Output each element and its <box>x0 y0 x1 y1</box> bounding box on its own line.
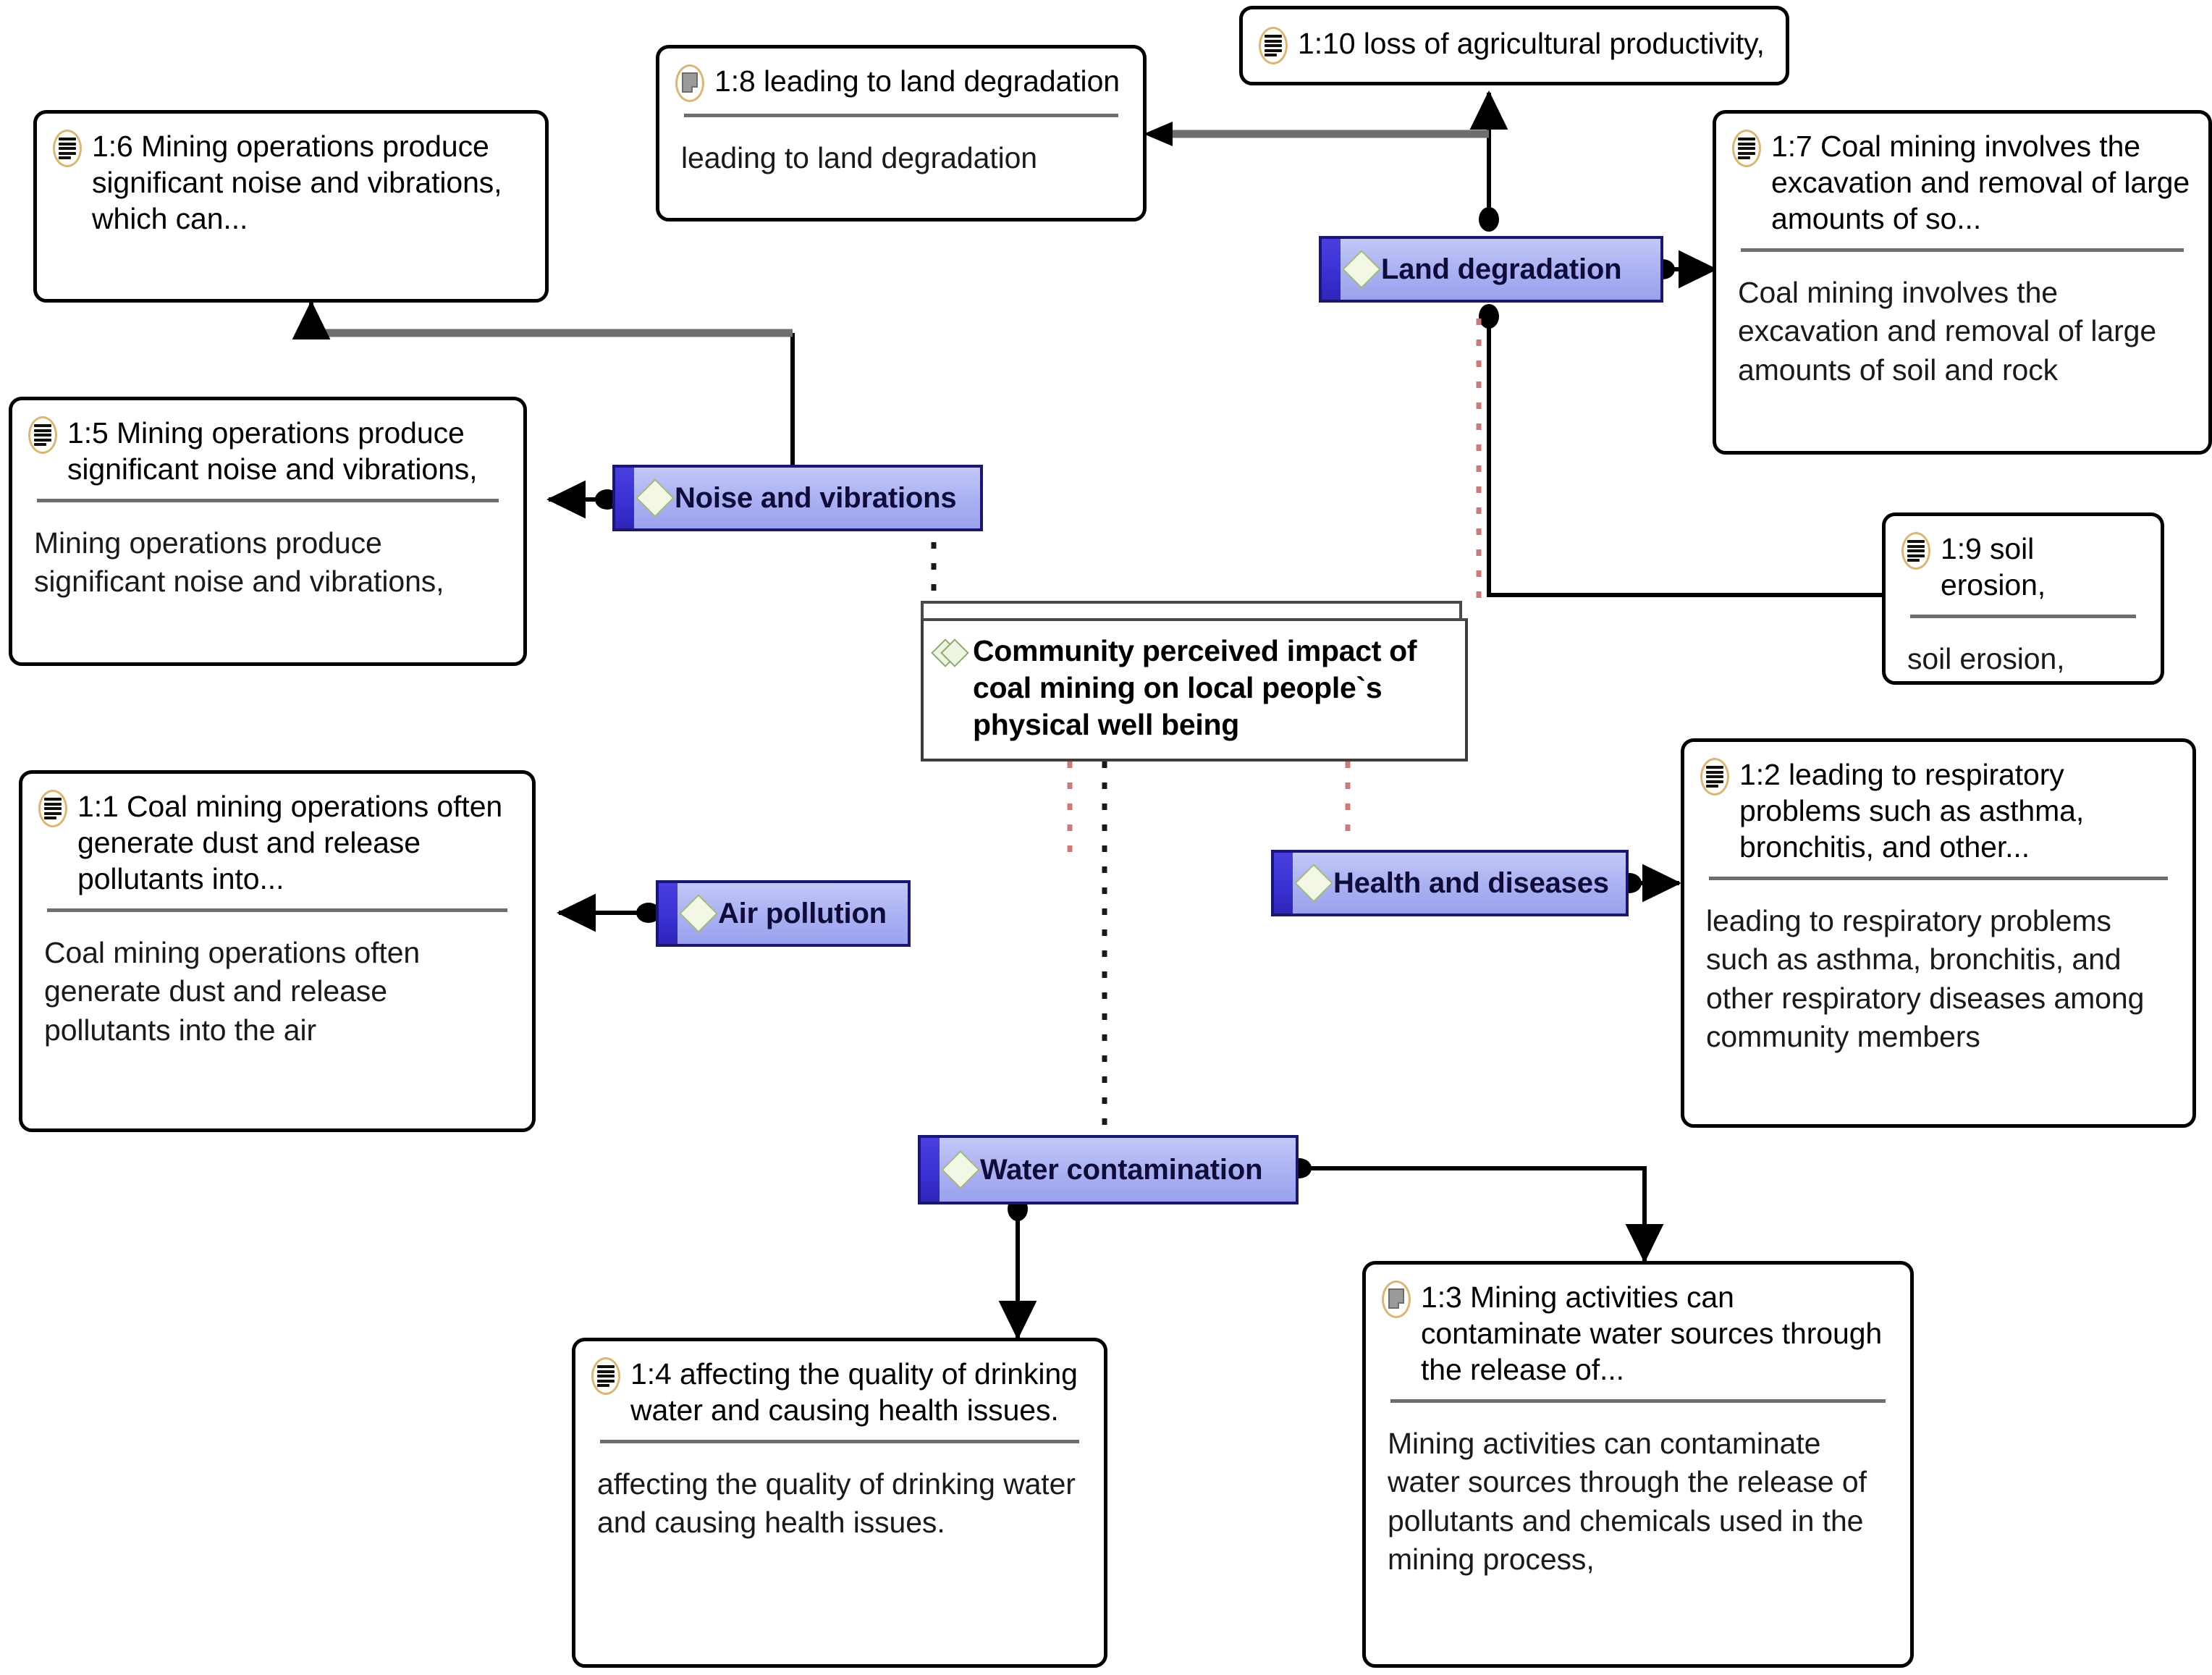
quotation-header: 1:2 leading to respiratory problems such… <box>1684 742 2192 875</box>
quotation-header-text: 1:9 soil erosion, <box>1941 532 2046 602</box>
quotation-body-text: affecting the quality of drinking water … <box>597 1467 1076 1540</box>
concept-node-label: Water contamination <box>980 1154 1263 1186</box>
quotation-header-text: 1:5 Mining operations produce significan… <box>67 416 478 486</box>
document-icon <box>38 790 67 827</box>
concept-node-health-and-diseases[interactable]: Health and diseases <box>1271 850 1629 916</box>
quotation-body-text: leading to respiratory problems such as … <box>1706 904 2145 1053</box>
quotation-box-1-8[interactable]: 1:8 leading to land degradation leading … <box>656 45 1147 221</box>
node-stack-strip <box>921 601 1462 618</box>
quotation-box-1-2[interactable]: 1:2 leading to respiratory problems such… <box>1681 738 2196 1128</box>
node-body: Water contamination <box>940 1138 1296 1202</box>
quotation-header: 1:7 Coal mining involves the excavation … <box>1716 114 2208 247</box>
node-body: Noise and vibrations <box>634 468 980 528</box>
divider <box>600 1440 1079 1444</box>
quotation-box-1-5[interactable]: 1:5 Mining operations produce significan… <box>9 397 527 666</box>
quotation-body-text: leading to land degradation <box>681 141 1037 174</box>
edge-water-to-1-4 <box>998 1197 1037 1340</box>
diamond-icon <box>941 1150 980 1189</box>
central-concept-node[interactable]: Community perceived impact of coal minin… <box>921 601 1468 761</box>
node-body: Land degradation <box>1341 239 1660 300</box>
quotation-body-text: soil erosion, <box>1907 642 2065 676</box>
quotation-body-text: Mining operations produce significant no… <box>34 526 444 599</box>
quotation-header: 1:1 Coal mining operations often generat… <box>22 774 532 907</box>
quotation-header-text: 1:10 loss of agricultural productivity, <box>1298 27 1765 60</box>
diamond-icon <box>1342 250 1381 289</box>
quotation-body-text: Coal mining operations often generate du… <box>44 936 421 1047</box>
divider <box>37 499 499 503</box>
quotation-header-text: 1:7 Coal mining involves the excavation … <box>1771 130 2190 236</box>
concept-node-land-degradation[interactable]: Land degradation <box>1319 236 1663 303</box>
edge-noise-to-1-5 <box>546 480 620 519</box>
quotation-box-1-10[interactable]: 1:10 loss of agricultural productivity, <box>1239 6 1789 85</box>
edge-air-pollution-to-1-1 <box>557 893 661 932</box>
divider <box>1741 248 2184 253</box>
divider <box>684 114 1118 117</box>
quotation-box-1-3[interactable]: 1:3 Mining activities can contaminate wa… <box>1362 1261 1914 1668</box>
diamond-icon <box>679 894 718 933</box>
quotation-header: 1:4 affecting the quality of drinking wa… <box>575 1341 1104 1438</box>
quotation-box-1-7[interactable]: 1:7 Coal mining involves the excavation … <box>1713 110 2212 455</box>
divider <box>1390 1399 1886 1404</box>
quotation-header: 1:10 loss of agricultural productivity, <box>1243 9 1786 80</box>
quotation-body-text: Mining activities can contaminate water … <box>1388 1427 1867 1576</box>
quotation-header-text: 1:1 Coal mining operations often generat… <box>77 790 503 896</box>
quotation-header-text: 1:2 leading to respiratory problems such… <box>1739 758 2085 864</box>
quotation-header: 1:9 soil erosion, <box>1886 516 2161 613</box>
quotation-header: 1:8 leading to land degradation <box>659 48 1143 112</box>
concept-node-label: Land degradation <box>1381 253 1622 285</box>
diamond-icon <box>636 478 675 518</box>
document-icon <box>1732 130 1761 167</box>
divider <box>47 908 507 913</box>
concept-node-noise-and-vibrations[interactable]: Noise and vibrations <box>612 465 983 531</box>
concept-node-water-contamination[interactable]: Water contamination <box>918 1135 1299 1204</box>
concept-node-label: Noise and vibrations <box>675 482 957 514</box>
node-accent-tab <box>1274 853 1293 914</box>
edge-land-degradation-to-1-10 <box>1469 90 1508 232</box>
comment-icon <box>1382 1280 1411 1318</box>
quotation-header: 1:5 Mining operations produce significan… <box>12 400 523 497</box>
double-diamond-icon <box>931 637 969 669</box>
node-body: Health and diseases <box>1293 853 1626 914</box>
diamond-icon <box>1294 864 1333 903</box>
concept-node-label: Health and diseases <box>1333 867 1609 899</box>
document-icon <box>28 416 57 454</box>
quotation-box-1-1[interactable]: 1:1 Coal mining operations often generat… <box>19 770 536 1132</box>
central-node-body: Community perceived impact of coal minin… <box>921 618 1468 761</box>
document-icon <box>1700 758 1729 796</box>
quotation-box-1-9[interactable]: 1:9 soil erosion, soil erosion, <box>1882 512 2164 685</box>
divider <box>1910 615 2136 619</box>
comment-icon <box>675 64 704 102</box>
quotation-body-text: Coal mining involves the excavation and … <box>1738 276 2157 387</box>
node-accent-tab <box>1322 239 1341 300</box>
node-accent-tab <box>659 883 677 944</box>
divider <box>1709 877 2168 881</box>
quotation-box-1-6[interactable]: 1:6 Mining operations produce significan… <box>33 110 549 303</box>
node-accent-tab <box>615 468 634 528</box>
quotation-header-text: 1:6 Mining operations produce significan… <box>92 130 502 236</box>
quotation-box-1-4[interactable]: 1:4 affecting the quality of drinking wa… <box>572 1338 1107 1668</box>
document-icon <box>1901 532 1930 570</box>
quotation-header-text: 1:4 affecting the quality of drinking wa… <box>630 1357 1078 1427</box>
quotation-header: 1:3 Mining activities can contaminate wa… <box>1366 1265 1910 1398</box>
document-icon <box>591 1357 620 1395</box>
central-node-label: Community perceived impact of coal minin… <box>973 634 1417 741</box>
concept-node-label: Air pollution <box>718 898 887 929</box>
node-accent-tab <box>921 1138 940 1202</box>
concept-node-air-pollution[interactable]: Air pollution <box>656 880 911 947</box>
edge-water-to-1-3 <box>1287 1158 1664 1263</box>
quotation-header-text: 1:8 leading to land degradation <box>714 64 1120 98</box>
quotation-header-text: 1:3 Mining activities can contaminate wa… <box>1421 1280 1883 1387</box>
edge-land-degradation-to-1-8 <box>1144 122 1489 146</box>
document-icon <box>1259 27 1288 64</box>
document-icon <box>53 130 82 167</box>
node-body: Air pollution <box>677 883 908 944</box>
quotation-header: 1:6 Mining operations produce significan… <box>37 114 545 247</box>
